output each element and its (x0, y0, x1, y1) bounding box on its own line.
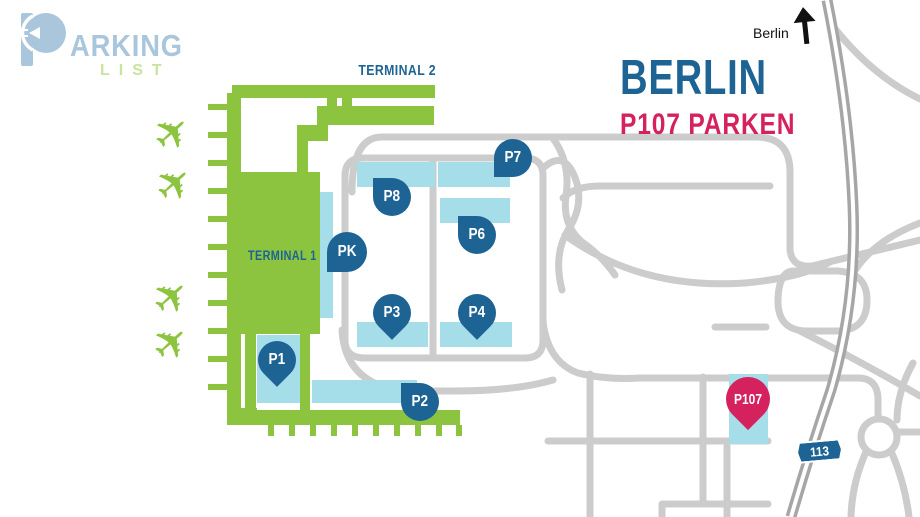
pin-p8-label: P8 (383, 188, 401, 205)
terminal-1-label: TERMINAL 1 (248, 248, 317, 263)
pin-pk: PK (327, 232, 367, 272)
parking-lot-p2 (312, 380, 417, 403)
parking-lots (257, 162, 768, 444)
pin-p2-label: P2 (411, 393, 429, 410)
pin-p107-label: P107 (733, 390, 763, 408)
airplane-icons: ✈ ✈ ✈ ✈ (141, 102, 206, 375)
north-arrow-icon (793, 7, 816, 45)
road-badge-113: 113 (795, 438, 844, 464)
page-subtitle-parking: P107 PARKEN (620, 108, 796, 141)
pin-p4-label: P4 (468, 304, 486, 322)
pin-p7-label: P7 (504, 149, 522, 166)
direction-label: Berlin (753, 25, 789, 41)
pin-p8: P8 (373, 178, 411, 216)
brand-sub-label: LIST (100, 62, 171, 79)
pin-pk-label: PK (337, 243, 357, 260)
roads-layer (338, 26, 920, 517)
roundabout (857, 415, 901, 459)
terminal-2-building (232, 85, 435, 98)
brand-p-icon (20, 13, 66, 66)
airplane-icon: ✈ (141, 312, 203, 375)
airplane-icon: ✈ (144, 153, 206, 216)
brand-logo[interactable]: ARKING LIST (18, 10, 188, 80)
page-title-city: BERLIN (620, 51, 767, 105)
road-badge-113-number: 113 (797, 440, 841, 462)
pin-p3-label: P3 (383, 304, 401, 322)
pin-p6: P6 (458, 216, 496, 254)
brand-wordmark: ARKING (70, 28, 183, 63)
pin-p6-label: P6 (468, 226, 486, 243)
terminal-1-building (240, 172, 320, 334)
pin-p7: P7 (494, 139, 532, 177)
pin-p2: P2 (401, 383, 439, 421)
terminal-2-label: TERMINAL 2 (358, 62, 436, 79)
pin-p1-label: P1 (268, 351, 286, 369)
terminal-buildings (208, 85, 462, 436)
parking-lot-pk (320, 192, 333, 318)
